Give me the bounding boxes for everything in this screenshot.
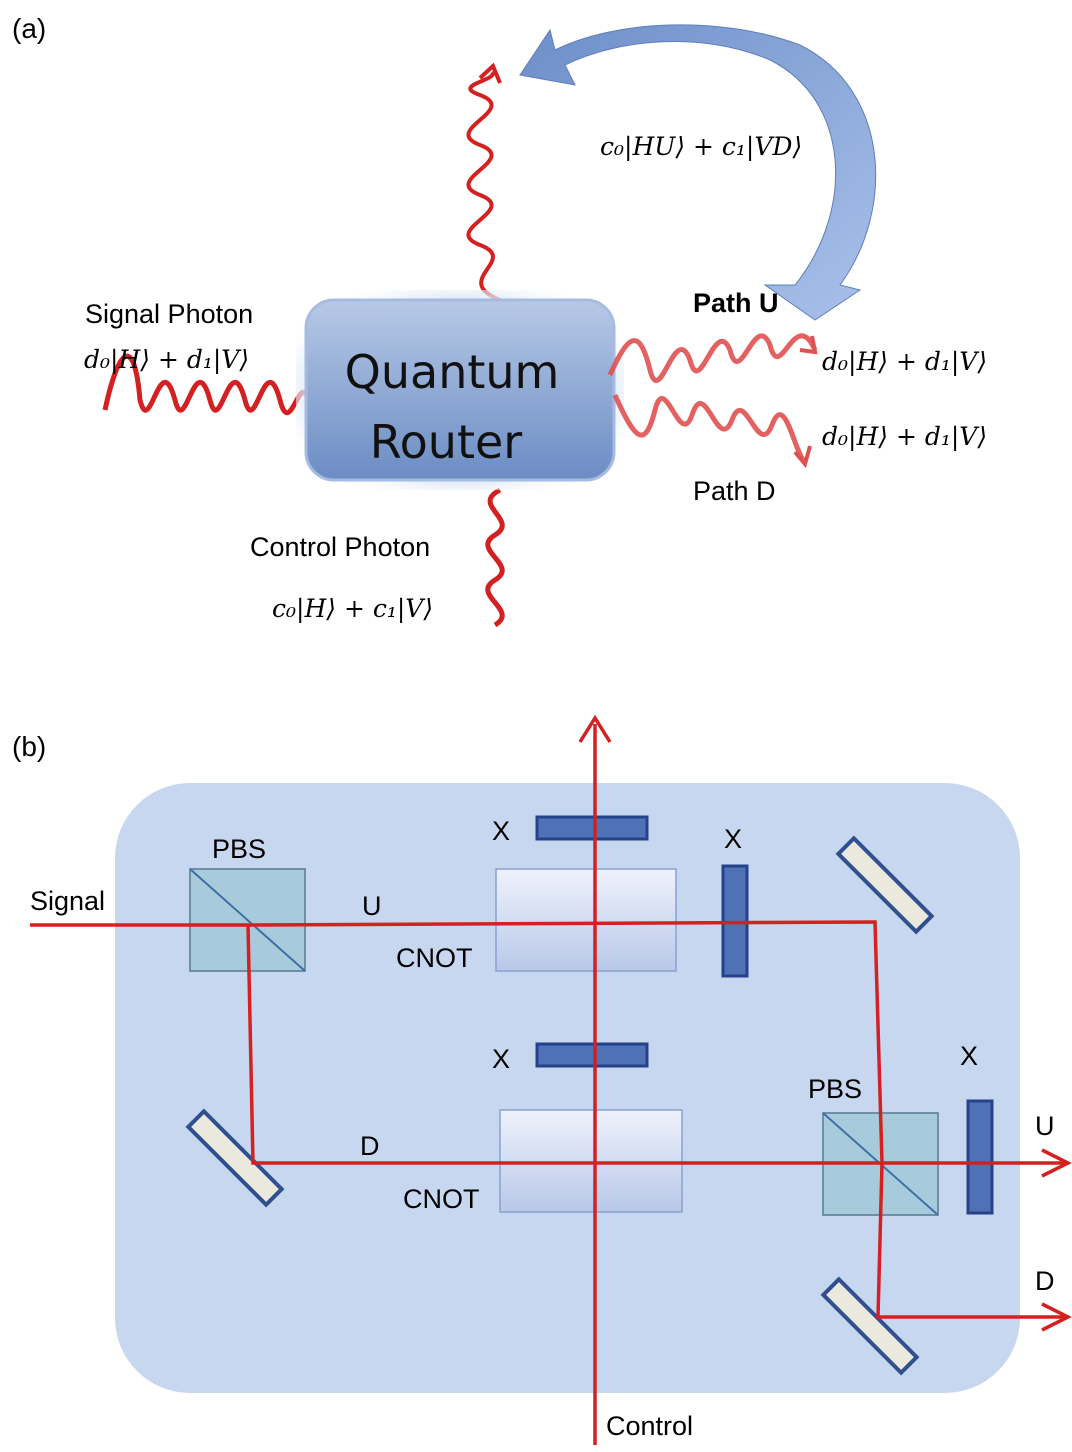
x-label-control-mid: X bbox=[492, 1044, 510, 1074]
router-title-line1: Quantum bbox=[345, 345, 560, 399]
pbs-2-label: PBS bbox=[808, 1074, 862, 1104]
path-d-arrowhead bbox=[793, 445, 812, 469]
router-title-line2: Router bbox=[370, 415, 523, 469]
signal-photon-state: d₀|H⟩ + d₁|V⟩ bbox=[84, 345, 249, 375]
path-d-label: Path D bbox=[693, 476, 776, 506]
output-d-arrowhead bbox=[1041, 1302, 1072, 1332]
pbs-1-label: PBS bbox=[212, 834, 266, 864]
signal-path-d-beam bbox=[246, 924, 882, 1165]
output-u-arrowhead bbox=[1041, 1148, 1072, 1178]
control-photon-wave bbox=[485, 487, 505, 628]
path-u-state: d₀|H⟩ + d₁|V⟩ bbox=[822, 347, 987, 377]
x-plate-output-u bbox=[966, 1099, 994, 1215]
cnot-bottom-box bbox=[499, 1109, 683, 1213]
x-plate-control-top bbox=[535, 815, 649, 841]
feedback-curved-arrow bbox=[519, 24, 877, 321]
quantum-router-box bbox=[304, 298, 616, 482]
output-d-beam bbox=[876, 1162, 1065, 1319]
x-label-control-top: X bbox=[492, 816, 510, 846]
control-photon-out-arrowhead bbox=[478, 62, 502, 84]
output-d-label: D bbox=[1035, 1266, 1055, 1296]
path-u-inner-label: U bbox=[362, 891, 382, 921]
control-label: Control bbox=[606, 1411, 693, 1441]
path-d-inner-label: D bbox=[360, 1131, 380, 1161]
path-u-wave bbox=[607, 333, 818, 383]
output-entangled-state: c₀|HU⟩ + c₁|VD⟩ bbox=[600, 132, 802, 162]
signal-path-u-beam bbox=[30, 920, 884, 1164]
setup-background-panel bbox=[115, 783, 1020, 1393]
path-d-wave bbox=[612, 393, 807, 465]
path-u-label: Path U bbox=[693, 288, 779, 318]
control-photon-state: c₀|H⟩ + c₁|V⟩ bbox=[272, 594, 433, 624]
signal-photon-title: Signal Photon bbox=[85, 299, 253, 329]
path-d-state: d₀|H⟩ + d₁|V⟩ bbox=[822, 422, 987, 452]
cnot-top-label: CNOT bbox=[396, 943, 473, 973]
beam-paths bbox=[30, 724, 1065, 1445]
mirror-top-right bbox=[835, 835, 935, 935]
x-plate-control-mid bbox=[535, 1042, 649, 1068]
path-u-arrowhead bbox=[799, 335, 818, 355]
x-label-output-u: X bbox=[960, 1041, 978, 1071]
cnot-bottom-label: CNOT bbox=[403, 1184, 480, 1214]
control-photon-title: Control Photon bbox=[250, 532, 430, 562]
signal-label: Signal bbox=[30, 886, 105, 916]
mirror-bottom-left bbox=[185, 1108, 285, 1208]
signal-photon-wave bbox=[102, 353, 311, 416]
pbs-1-diagonal bbox=[189, 868, 306, 972]
control-photon-out-wave bbox=[466, 70, 501, 302]
x-label-signal-u: X bbox=[724, 824, 742, 854]
cnot-top-box bbox=[495, 868, 677, 972]
panel-b-label: (b) bbox=[12, 731, 46, 762]
control-beam-arrowhead bbox=[578, 714, 612, 743]
output-u-label: U bbox=[1035, 1111, 1055, 1141]
panel-a-label: (a) bbox=[12, 13, 46, 44]
